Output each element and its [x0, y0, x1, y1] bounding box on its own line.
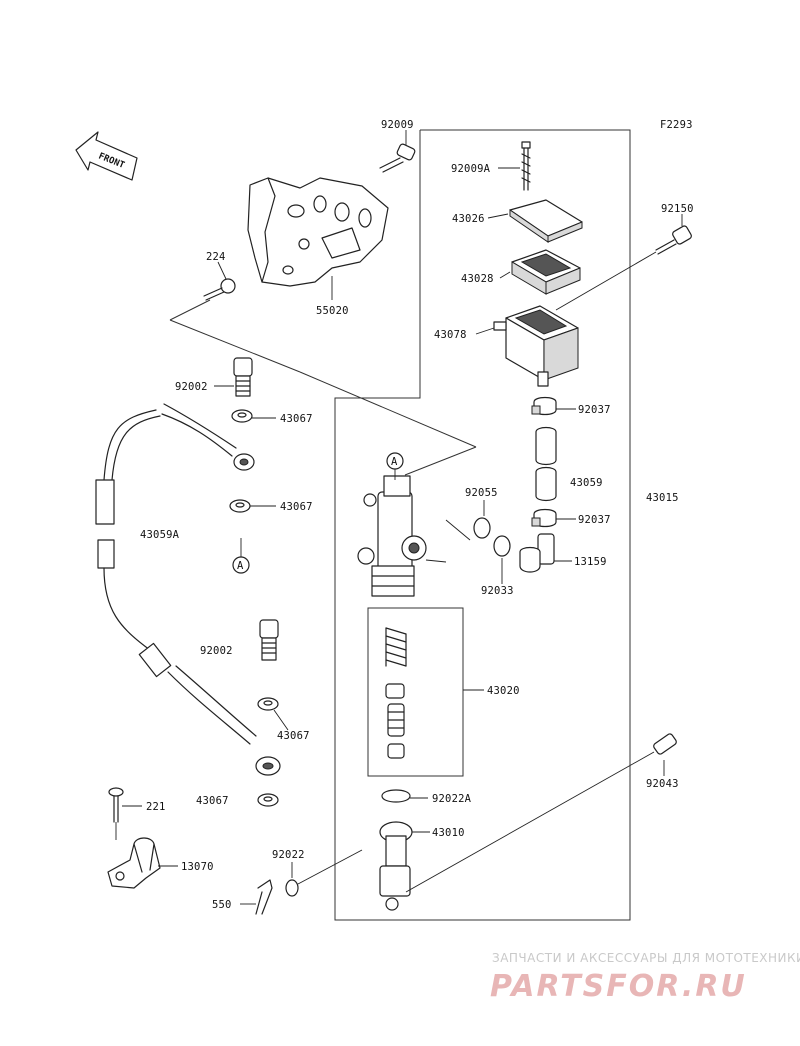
label-43067-b: 43067 [280, 501, 313, 513]
washer-43067-a-icon [231, 409, 253, 423]
circlip-92033-icon [493, 535, 511, 557]
watermark-logo: PARTSFOR.RU [490, 969, 747, 1004]
o-ring-92055-icon [473, 517, 491, 539]
banjo-bolt-92002-bottom-icon [259, 619, 279, 661]
assembly-frame-43015 [334, 129, 631, 921]
label-92009A: 92009A [451, 163, 491, 175]
screw-221-icon [108, 787, 124, 823]
bolt-92009-icon [379, 143, 416, 173]
ref-circle-a-body: A [386, 452, 404, 480]
banjo-bolt-92002-top-icon [233, 357, 253, 397]
cup-43020-icon [387, 743, 405, 759]
master-cylinder-body-icon [357, 475, 471, 597]
label-43010: 43010 [432, 827, 465, 839]
clamp-92037-bottom-icon [531, 508, 557, 528]
ref-circle-a-hose: A [232, 538, 250, 574]
diaphragm-43028-icon [511, 249, 581, 295]
label-92055: 92055 [465, 487, 498, 499]
label-550: 550 [212, 899, 232, 911]
label-221: 221 [146, 801, 166, 813]
hose-guide-13070-icon [107, 837, 161, 889]
spring-43020-icon [385, 627, 407, 667]
label-13159: 13159 [574, 556, 607, 568]
washer-43067-c-icon [257, 697, 279, 711]
clamp-92037-top-icon [531, 396, 557, 416]
label-224: 224 [206, 251, 226, 263]
figure-code: F2293 [660, 119, 693, 131]
label-43059A: 43059A [140, 529, 180, 541]
label-92009: 92009 [381, 119, 414, 131]
label-43020: 43020 [487, 685, 520, 697]
circlip-92022A-icon [381, 789, 411, 803]
cotter-pin-550-icon [255, 879, 273, 915]
svg-text:A: A [237, 560, 244, 572]
reservoir-43078-icon [493, 305, 579, 387]
label-43015: 43015 [646, 492, 679, 504]
label-92002-top: 92002 [175, 381, 208, 393]
cap-43026-icon [509, 199, 583, 243]
screw-92009A-icon [521, 141, 531, 191]
hose-43059-icon [535, 426, 557, 502]
part-number-labels: 92009 92009A 43026 92150 43028 224 55020… [140, 119, 694, 911]
bolt-92150-icon [655, 225, 692, 255]
watermark-tagline: ЗАПЧАСТИ И АКСЕССУАРЫ ДЛЯ МОТОТЕХНИКИ [492, 951, 800, 965]
label-43067-d: 43067 [196, 795, 229, 807]
label-43067-c: 43067 [277, 730, 310, 742]
washer-43067-d-icon [257, 793, 279, 807]
bolt-224-icon [203, 278, 236, 301]
label-92037-top: 92037 [578, 404, 611, 416]
watermark: ЗАПЧАСТИ И АКСЕССУАРЫ ДЛЯ МОТОТЕХНИКИ PA… [490, 951, 800, 1004]
bracket-55020-icon [247, 177, 389, 287]
label-92043: 92043 [646, 778, 679, 790]
label-92022: 92022 [272, 849, 305, 861]
label-43067-a: 43067 [280, 413, 313, 425]
label-92037-bottom: 92037 [578, 514, 611, 526]
seal-43020-icon [385, 683, 405, 699]
label-43059: 43059 [570, 477, 603, 489]
label-43028: 43028 [461, 273, 494, 285]
washer-43067-b-icon [229, 499, 251, 513]
group-frame-43020 [367, 607, 464, 777]
front-arrow-icon: FRONT [75, 131, 138, 181]
label-92022A: 92022A [432, 793, 472, 805]
label-43026: 43026 [452, 213, 485, 225]
washer-92022-icon [285, 879, 299, 897]
label-55020: 55020 [316, 305, 349, 317]
push-rod-43010-icon [379, 821, 413, 911]
pin-92043-icon [653, 733, 677, 755]
piston-43020-icon [387, 703, 405, 737]
label-92033: 92033 [481, 585, 514, 597]
brake-hose-43059A-icon [95, 403, 281, 776]
label-13070: 13070 [181, 861, 214, 873]
fitting-13159-icon [519, 533, 555, 573]
svg-text:A: A [391, 456, 398, 468]
label-92150: 92150 [661, 203, 694, 215]
label-92002-bottom: 92002 [200, 645, 233, 657]
label-43078: 43078 [434, 329, 467, 341]
